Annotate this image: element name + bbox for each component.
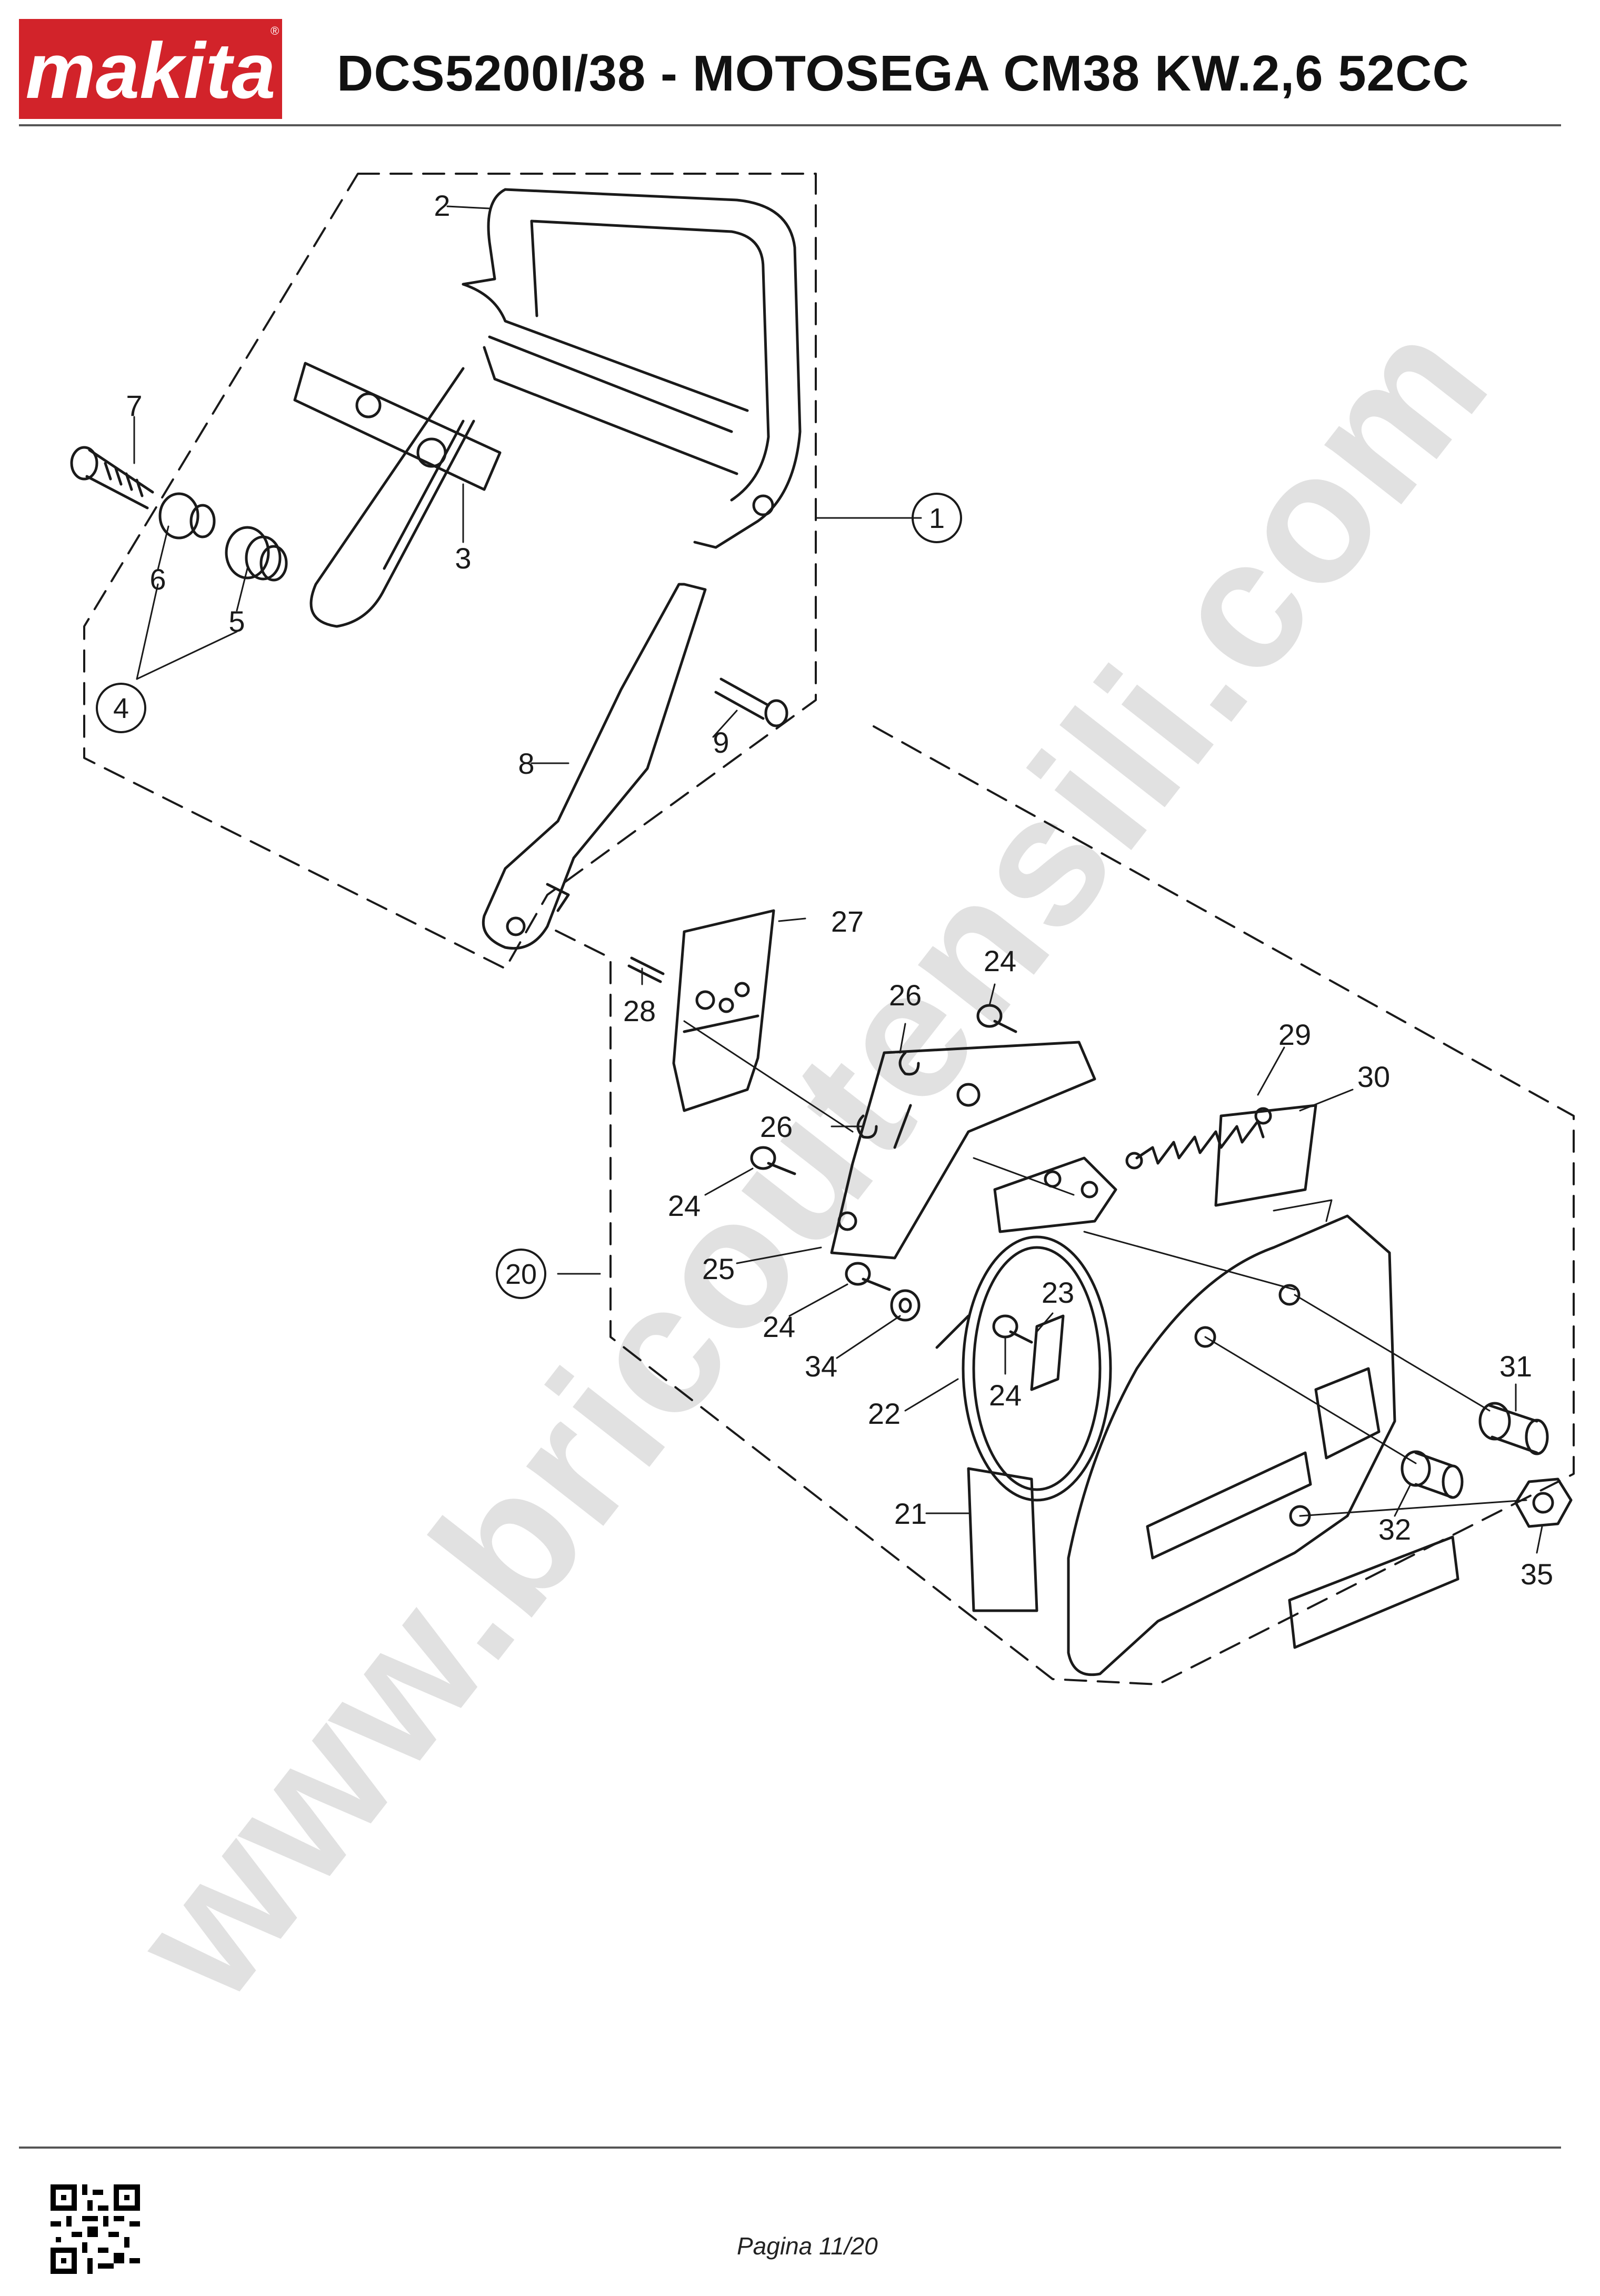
group-20-boundary <box>546 725 1575 1685</box>
callout-4: 4 <box>113 693 129 724</box>
page-title: DCS5200I/38 - MOTOSEGA CM38 KW.2,6 52CC <box>337 45 1469 102</box>
brake-clip <box>1030 1314 1065 1391</box>
callout-20: 20 <box>505 1259 537 1290</box>
small-screw <box>627 956 665 983</box>
circlip-lower <box>856 1114 878 1139</box>
callout-32: 32 <box>1378 1513 1411 1546</box>
page-number: Pagina 11/20 <box>737 2232 878 2260</box>
brake-band <box>935 1235 1112 1502</box>
side-cover <box>1067 1214 1396 1676</box>
callout-34: 34 <box>805 1350 837 1383</box>
assembly-lines <box>683 1020 1527 1517</box>
leader-lines <box>133 205 1543 1554</box>
chain-guide-plate <box>672 909 775 1112</box>
callout-22: 22 <box>868 1397 901 1430</box>
nut <box>1514 1478 1573 1528</box>
footer-divider <box>19 2147 1561 2149</box>
callout-7: 7 <box>126 389 142 422</box>
front-handle <box>309 188 802 628</box>
bolt-left <box>750 1146 796 1175</box>
callout-23: 23 <box>1042 1276 1074 1309</box>
callout-circle-20 <box>496 1249 546 1299</box>
registered-mark: ® <box>271 24 279 37</box>
group-1-boundary <box>83 173 817 970</box>
circlip-upper <box>898 1051 920 1076</box>
cover-label <box>967 1467 1038 1612</box>
callout-circle-1 <box>912 493 962 543</box>
cover-plate <box>1214 1104 1317 1207</box>
stud-short <box>1401 1450 1464 1499</box>
header-divider <box>19 124 1561 126</box>
callout-29: 29 <box>1278 1018 1311 1051</box>
hand-guard-bracket <box>482 583 707 950</box>
cover-sticker <box>1288 1535 1459 1649</box>
washer <box>890 1289 921 1322</box>
bolt-upper <box>976 1004 1017 1033</box>
bushing <box>158 492 216 540</box>
screw <box>714 677 788 727</box>
brake-linkage <box>993 1156 1117 1233</box>
bolt-drum <box>992 1314 1033 1344</box>
logo-text: makita <box>25 26 275 115</box>
callout-24-middle: 24 <box>763 1310 795 1343</box>
callout-9: 9 <box>713 726 729 759</box>
callout-24-left: 24 <box>668 1189 701 1222</box>
callout-26-upper: 26 <box>889 979 922 1012</box>
callout-27: 27 <box>831 905 864 938</box>
callout-2: 2 <box>434 189 450 222</box>
brake-spring <box>1125 1107 1272 1170</box>
makita-logo: makita ® <box>19 19 282 119</box>
callout-3: 3 <box>455 542 471 575</box>
callout-8: 8 <box>518 747 534 780</box>
callout-35: 35 <box>1521 1558 1553 1591</box>
callout-28: 28 <box>623 994 656 1027</box>
callout-21: 21 <box>894 1497 927 1530</box>
bolt <box>70 446 154 510</box>
brake-bracket <box>830 1041 1096 1260</box>
callout-24-drum: 24 <box>989 1379 1022 1412</box>
stud-long <box>1478 1402 1549 1455</box>
bolt-middle <box>845 1262 891 1291</box>
callout-6: 6 <box>149 563 166 596</box>
callout-30: 30 <box>1357 1060 1390 1093</box>
callout-26-lower: 26 <box>760 1110 793 1143</box>
callout-circle-4 <box>96 683 146 733</box>
callout-5: 5 <box>228 605 245 638</box>
callout-31: 31 <box>1499 1350 1532 1383</box>
callout-1: 1 <box>929 503 945 534</box>
logo-red-block <box>19 19 282 119</box>
qr-code <box>51 2184 140 2274</box>
callout-25: 25 <box>702 1252 735 1285</box>
rubber-damper <box>225 526 288 582</box>
callout-24-upper: 24 <box>984 944 1016 977</box>
label-sticker <box>293 362 502 491</box>
